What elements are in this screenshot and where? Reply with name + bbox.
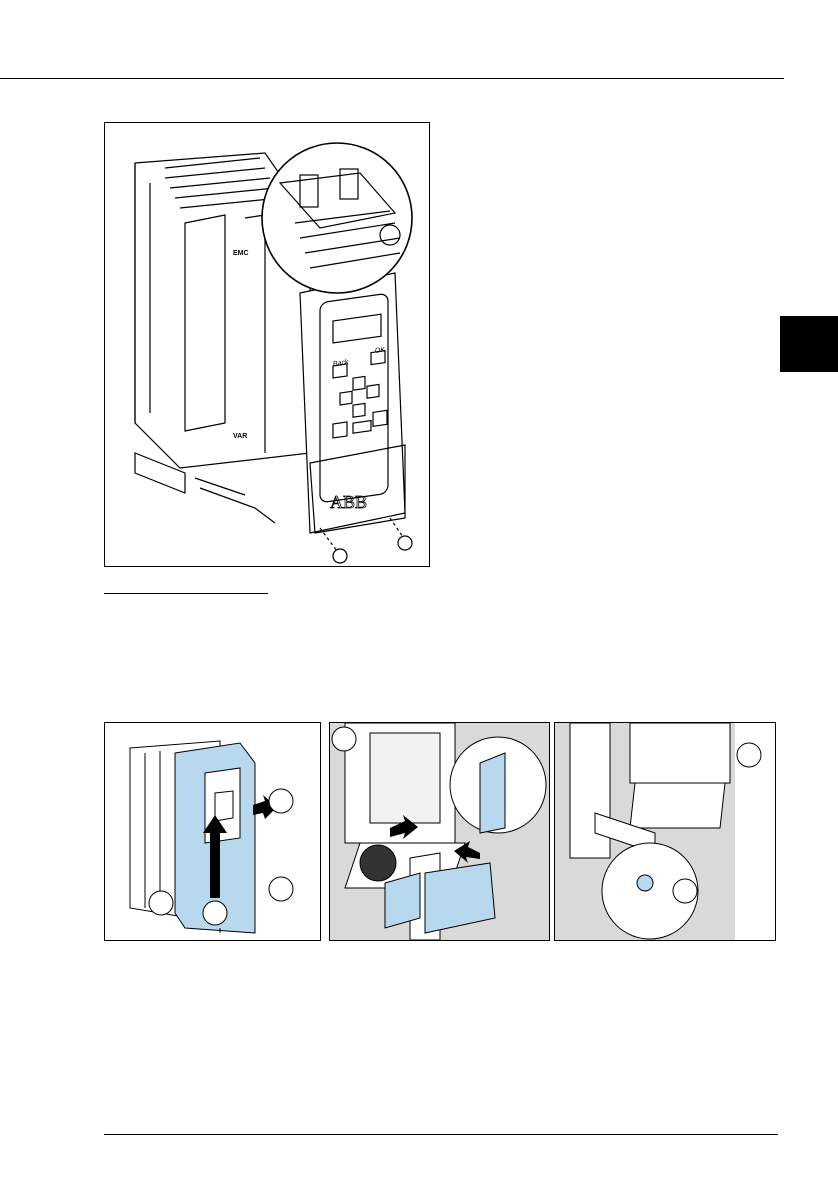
step-marker bbox=[737, 743, 761, 767]
step-figure-3 bbox=[554, 722, 776, 941]
screw-fastening-illustration bbox=[555, 723, 775, 940]
caption-rule bbox=[104, 593, 268, 594]
step-marker bbox=[269, 877, 293, 901]
header-rule bbox=[0, 78, 784, 79]
cover-removal-illustration bbox=[105, 723, 320, 940]
ok-key-label: OK bbox=[375, 347, 385, 355]
cable-plate-illustration bbox=[330, 723, 549, 940]
section-tab-marker bbox=[780, 316, 838, 372]
step-marker bbox=[203, 901, 227, 925]
drive-mounting-figure: Back OK ABB EMC VAR bbox=[104, 122, 430, 567]
drive-illustration: Back OK ABB EMC VAR bbox=[105, 123, 429, 566]
step-marker bbox=[269, 789, 293, 813]
step-marker bbox=[673, 879, 697, 903]
step-marker bbox=[332, 727, 356, 751]
step-marker bbox=[149, 891, 173, 915]
step-figure-1 bbox=[104, 722, 321, 941]
footer-rule bbox=[104, 1134, 778, 1135]
emc-label: EMC bbox=[233, 250, 249, 257]
step-figure-2 bbox=[329, 722, 550, 941]
abb-logo-text: ABB bbox=[330, 492, 367, 512]
var-label: VAR bbox=[233, 433, 247, 440]
